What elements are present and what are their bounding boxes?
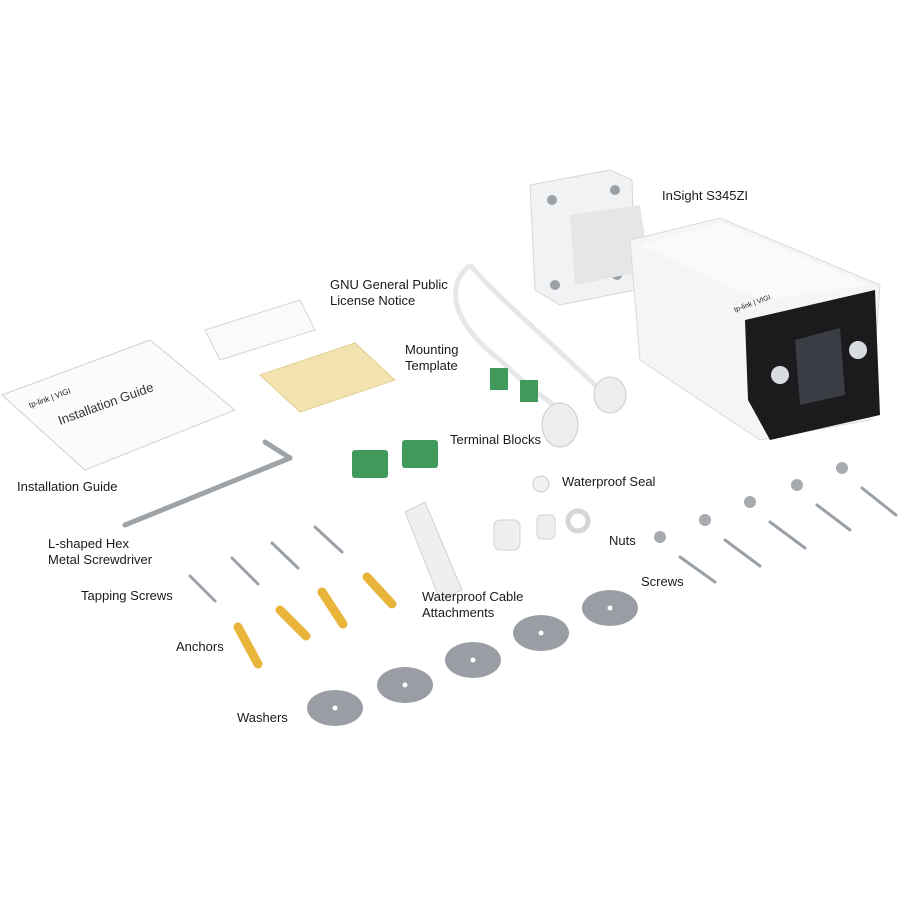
label-tapping-screws: Tapping Screws xyxy=(81,588,173,603)
label-line: GNU General Public xyxy=(330,277,448,292)
terminal-block xyxy=(402,440,438,468)
tapping-screws xyxy=(188,525,344,603)
label-line: Waterproof Cable xyxy=(422,589,524,604)
waterproof-cable-attachments xyxy=(404,501,591,601)
label-anchors: Anchors xyxy=(176,639,224,654)
label-line: Attachments xyxy=(422,605,495,620)
label-screws: Screws xyxy=(641,574,684,589)
label-nuts: Nuts xyxy=(609,533,636,548)
label-line: Mounting xyxy=(405,342,459,357)
label-waterproof-seal: Waterproof Seal xyxy=(562,474,656,489)
label-line: License Notice xyxy=(330,293,416,308)
anchors xyxy=(233,572,397,669)
gpl-notice-sheet xyxy=(204,299,316,361)
label-installation-guide: Installation Guide xyxy=(17,479,118,494)
waterproof-seal xyxy=(532,475,550,493)
label-line: Template xyxy=(405,358,458,373)
label-terminal-blocks: Terminal Blocks xyxy=(450,432,542,447)
installation-guide-booklet: tp-link | VIGI Installation Guide xyxy=(1,339,236,471)
label-line: L-shaped Hex xyxy=(48,536,129,551)
terminal-block xyxy=(352,450,388,478)
camera: tp-link | VIGI xyxy=(453,169,881,448)
hex-screwdriver xyxy=(122,439,293,528)
machine-screws xyxy=(678,486,898,584)
wing-nuts xyxy=(654,462,848,543)
label-line: Metal Screwdriver xyxy=(48,552,153,567)
label-washers: Washers xyxy=(237,710,288,725)
label-camera: InSight S345ZI xyxy=(662,188,748,203)
mounting-template xyxy=(259,342,396,413)
